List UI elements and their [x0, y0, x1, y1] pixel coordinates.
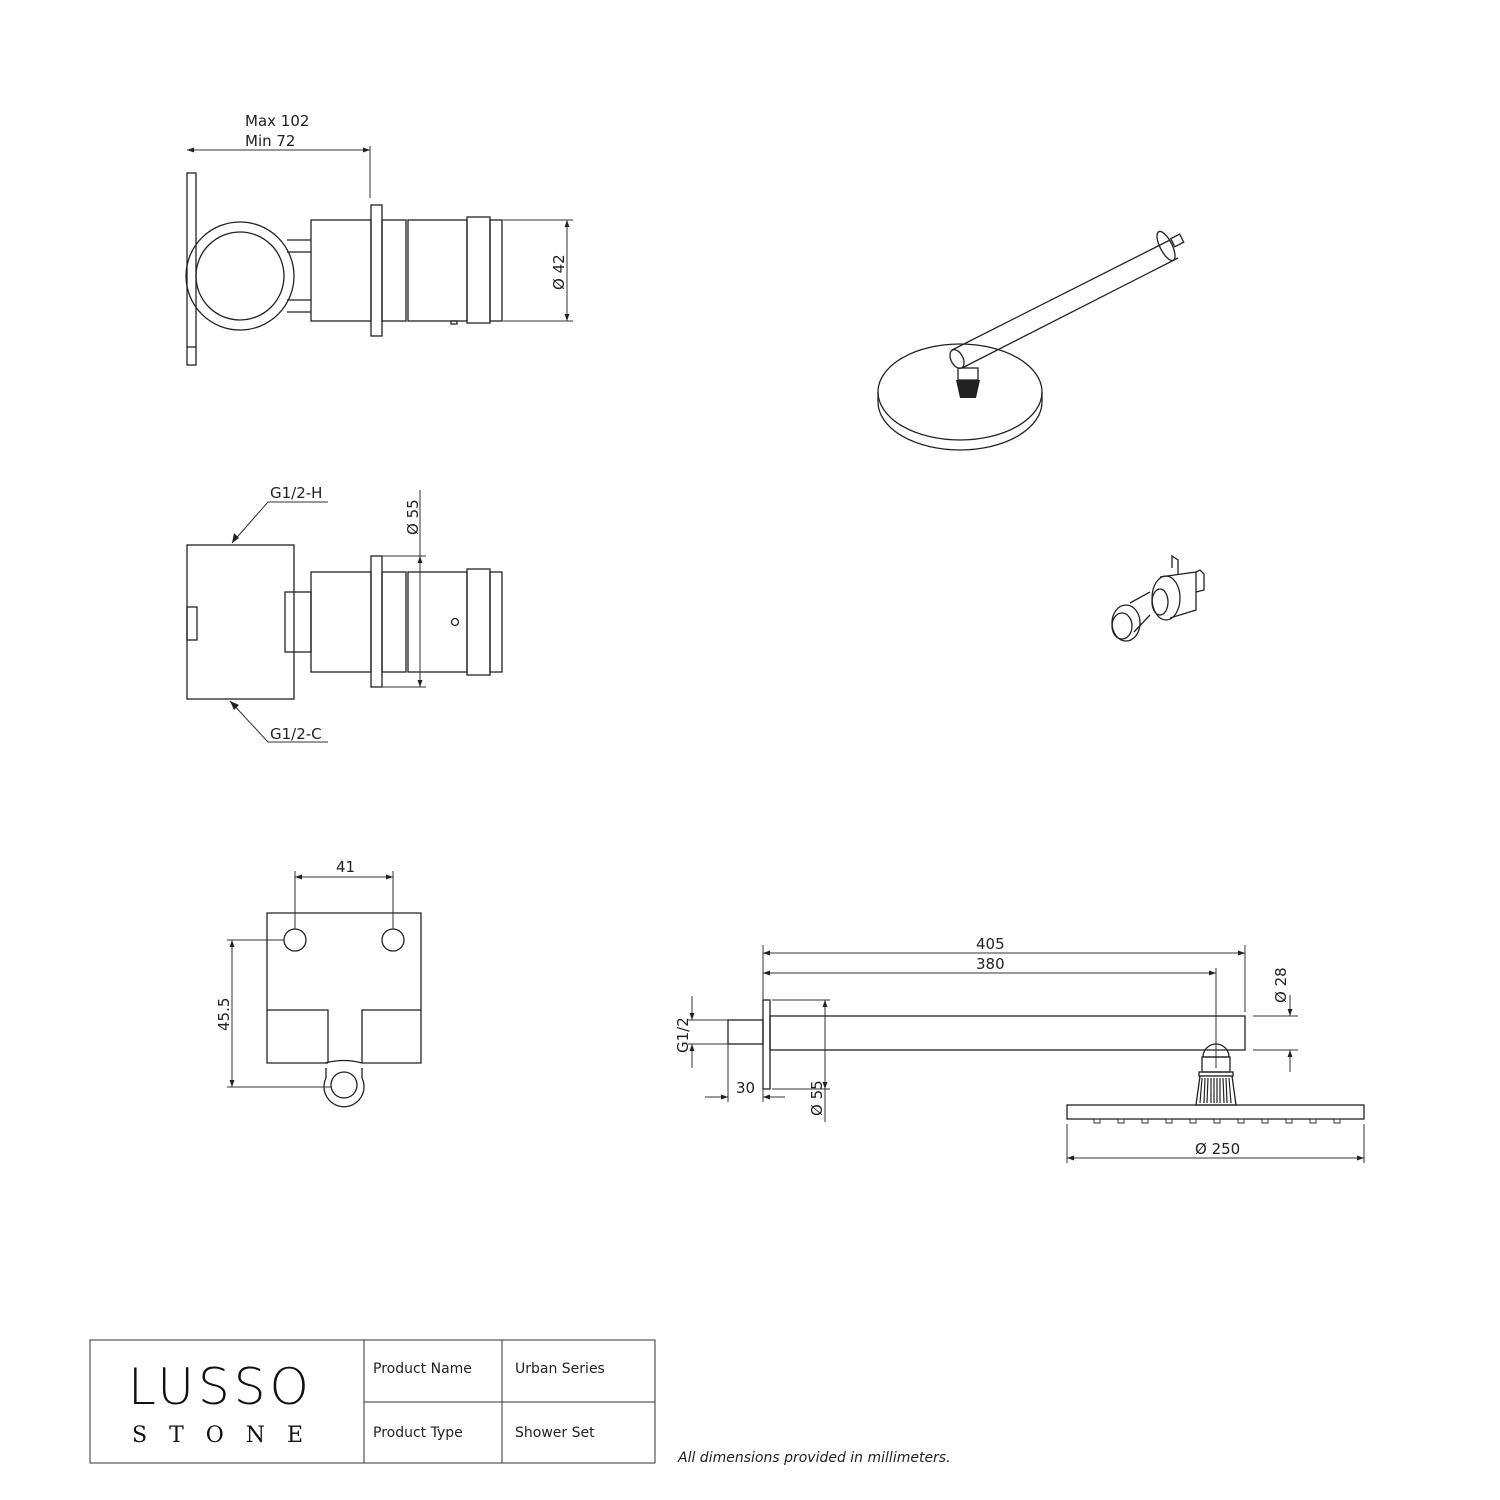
hot-inlet-label: G1/2-H: [270, 484, 322, 502]
shower-head-3d-view: [877, 230, 1185, 451]
arm-diameter-label: Ø 28: [1272, 967, 1290, 1003]
min-length-label: Min 72: [245, 132, 295, 150]
title-block: LUSSO STONE Product Name Urban Series Pr…: [89, 1339, 656, 1464]
head-diameter-label: Ø 250: [1195, 1140, 1240, 1158]
bracket-front-view: 41 45.5: [215, 858, 422, 1108]
connector-knurl: [1199, 1077, 1232, 1104]
shower-arm-side-view: 405 380 Ø 28 Ø 55 G1/2 30: [674, 935, 1365, 1163]
bracket-height-label: 45.5: [215, 998, 233, 1031]
product-name-label: Product Name: [373, 1361, 472, 1377]
arm-length-label: 380: [976, 955, 1005, 973]
valve-side-view: Max 102 Min 72 Ø 42: [185, 112, 573, 366]
cold-inlet-label: G1/2-C: [270, 725, 322, 743]
thread-label: G1/2: [674, 1017, 692, 1053]
stub-length-label: 30: [736, 1079, 755, 1097]
total-length-label: 405: [976, 935, 1005, 953]
valve-body-view: Ø 55 G1/2-H G1/2-C: [186, 484, 503, 743]
body-diameter-label: Ø 55: [404, 499, 422, 535]
valve-diameter-label: Ø 42: [550, 254, 568, 290]
dimensions-note: All dimensions provided in millimeters.: [677, 1450, 951, 1466]
hole-spacing-label: 41: [336, 858, 355, 876]
flange-diameter-label: Ø 55: [808, 1080, 826, 1116]
product-name-value: Urban Series: [515, 1361, 605, 1377]
product-type-label: Product Type: [373, 1425, 463, 1441]
max-length-label: Max 102: [245, 112, 309, 130]
shower-nozzles: [1093, 1118, 1341, 1124]
brand-logo-top: LUSSO: [128, 1358, 313, 1416]
brand-logo-bottom: STONE: [132, 1423, 325, 1448]
product-type-value: Shower Set: [515, 1425, 595, 1441]
wall-elbow-3d-view: [1111, 554, 1205, 642]
